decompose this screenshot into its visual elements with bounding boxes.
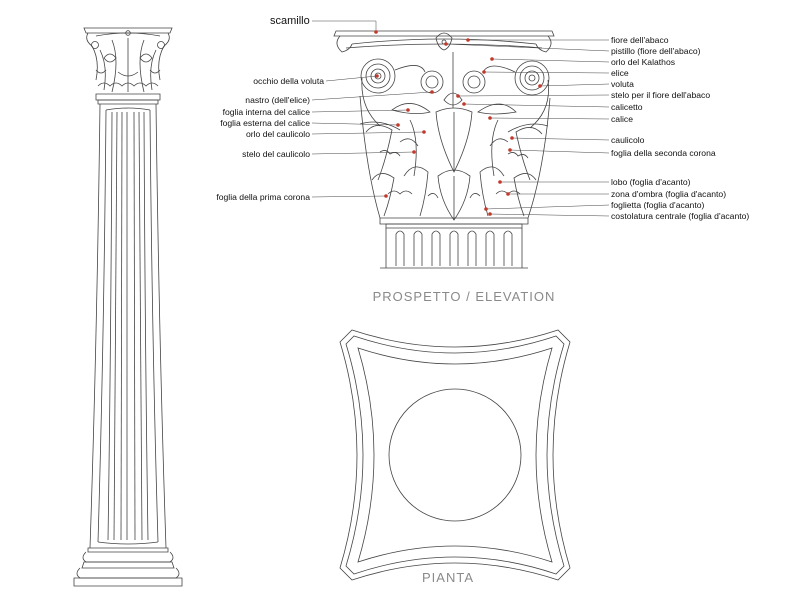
marker-dot [506, 192, 510, 196]
marker-dot [462, 102, 466, 106]
label-left-4: orlo del caulicolo [246, 129, 310, 139]
label-right-9: foglia della seconda corona [611, 148, 716, 158]
column-base [73, 547, 183, 587]
marker-dot [482, 70, 486, 74]
label-scamillo-text: scamillo [270, 15, 310, 27]
label-right-8: caulicolo [611, 135, 645, 145]
label-right-2: orlo del Kalathos [611, 57, 675, 67]
marker-dot [412, 150, 416, 154]
label-left-1: nastro (dell'elice) [245, 95, 310, 105]
capital-elevation [333, 30, 555, 269]
label-right-6: calicetto [611, 102, 643, 112]
label-left-6: foglia della prima corona [216, 192, 310, 202]
marker-dot [422, 130, 426, 134]
plan-caption: PIANTA [422, 570, 474, 585]
marker-dot [484, 207, 488, 211]
marker-dot [508, 148, 512, 152]
label-scamillo: scamillo [270, 15, 378, 34]
marker-dot [406, 108, 410, 112]
label-right-11: zona d'ombra (foglia d'acanto) [611, 189, 726, 199]
column-shaft [89, 103, 167, 549]
marker-dot [488, 212, 492, 216]
marker-dot [374, 30, 378, 34]
label-left-5: stelo del caulicolo [242, 149, 310, 159]
elevation-caption: PROSPETTO / ELEVATION [373, 289, 556, 304]
marker-dot [375, 74, 379, 78]
label-left-0: occhio della voluta [253, 76, 324, 86]
label-left-2: foglia interna del calice [223, 107, 311, 117]
volutes [360, 58, 550, 129]
marker-dot [396, 123, 400, 127]
first-crown [371, 166, 537, 221]
marker-dot [456, 94, 460, 98]
marker-dot [466, 38, 470, 42]
marker-dot [444, 42, 448, 46]
marker-dot [488, 116, 492, 120]
label-right-7: calice [611, 114, 633, 124]
label-right-10: lobo (foglia d'acanto) [611, 177, 691, 187]
label-right-4: voluta [611, 79, 634, 89]
shaft-top [380, 228, 528, 269]
label-right-1: pistillo (fiore dell'abaco) [611, 46, 701, 56]
label-right-12: foglietta (foglia d'acanto) [611, 200, 705, 210]
marker-dot [510, 136, 514, 140]
marker-dot [538, 84, 542, 88]
label-left-3: foglia esterna del calice [220, 118, 310, 128]
second-crown [365, 107, 543, 181]
label-right-3: elice [611, 68, 629, 78]
label-right-13: costolatura centrale (foglia d'acanto) [611, 211, 749, 221]
full-column [73, 27, 183, 587]
marker-dot [384, 194, 388, 198]
label-right-5: stelo per il fiore dell'abaco [611, 90, 710, 100]
column-capital [83, 27, 173, 101]
capital-plan [339, 329, 571, 581]
marker-dot [430, 90, 434, 94]
plan-circle [388, 388, 522, 522]
marker-dot [498, 180, 502, 184]
right-labels: fiore dell'abaco pistillo (fiore dell'ab… [444, 35, 749, 221]
marker-dot [490, 57, 494, 61]
left-labels: occhio della voluta nastro (dell'elice) … [216, 74, 434, 202]
label-right-0: fiore dell'abaco [611, 35, 669, 45]
